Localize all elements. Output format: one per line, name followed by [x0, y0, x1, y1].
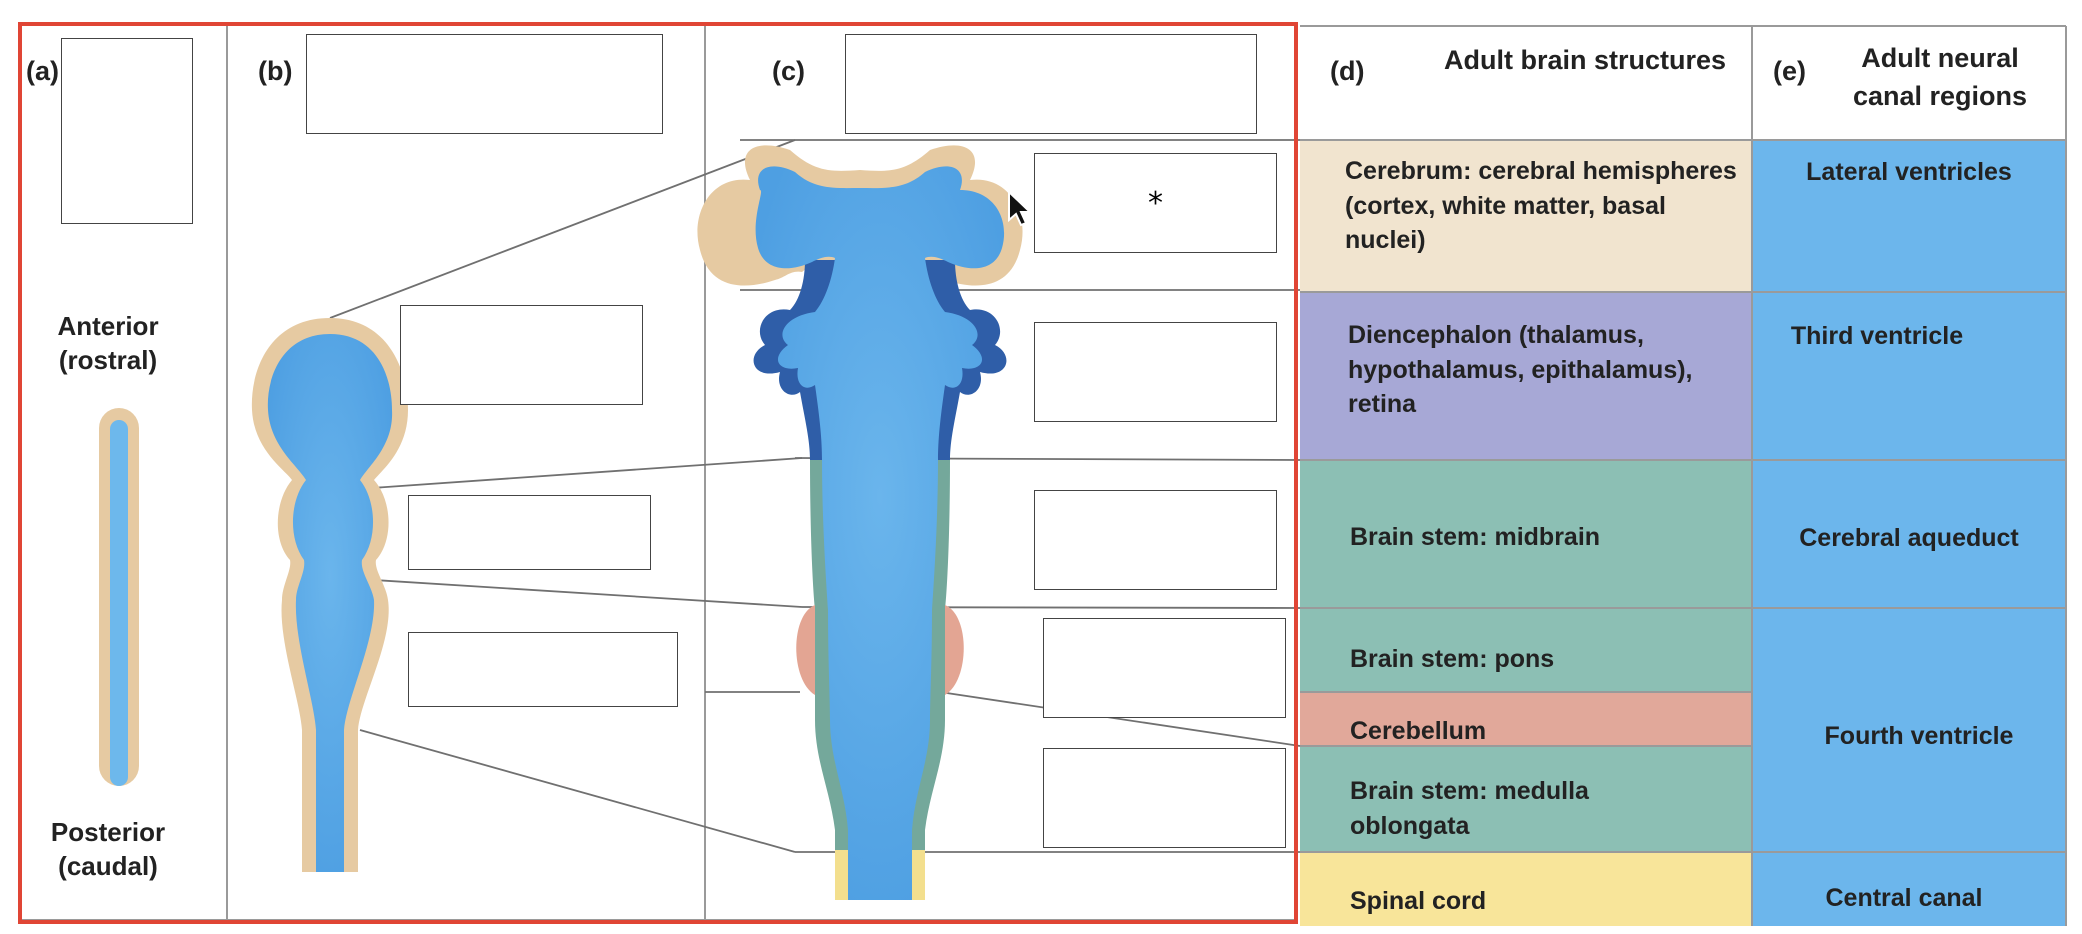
cell-cerebrum: [1300, 140, 1752, 292]
secondary-vesicles-c: [697, 145, 1023, 900]
blank-box-b-title[interactable]: [306, 34, 663, 134]
canal-fourth-ventricle: Fourth ventricle: [1824, 722, 2014, 750]
anterior-label: Anterior (rostral): [57, 311, 159, 375]
blank-box-c-mesencephalon[interactable]: [1034, 490, 1277, 590]
mouse-cursor-icon: [1008, 190, 1033, 227]
highlight-frame: [18, 22, 1298, 924]
blank-box-a[interactable]: [61, 38, 193, 224]
panel-label-d: (d): [1330, 56, 1365, 86]
canal-header: Adult neural canal regions: [1852, 43, 2028, 111]
structure-midbrain: Brain stem: midbrain: [1350, 523, 1601, 551]
cell-cerebellum: [1300, 692, 1752, 746]
structures-header: Adult brain structures: [1443, 45, 1727, 75]
canal-third-ventricle: Third ventricle: [1790, 322, 1964, 350]
structure-cerebellum: Cerebellum: [1350, 717, 1487, 745]
panel-label-b: (b): [258, 56, 293, 86]
cell-spinal-cord: [1300, 852, 1752, 926]
cell-pons: [1300, 608, 1752, 692]
posterior-label: Posterior (caudal): [50, 817, 166, 881]
structure-cells: [1300, 140, 1752, 926]
table-grid: [1300, 25, 2067, 926]
structure-diencephalon: Diencephalon (thalamus, hypothalamus, ep…: [1348, 321, 1693, 418]
canal-lateral-ventricles: Lateral ventricles: [1806, 158, 2012, 186]
blank-box-c-diencephalon[interactable]: [1034, 322, 1277, 422]
blank-box-c-title[interactable]: [845, 34, 1257, 134]
neural-tube-a: [99, 408, 139, 786]
blank-box-c-myelencephalon[interactable]: [1043, 748, 1286, 848]
canal-central-canal: Central canal: [1825, 884, 1983, 912]
cell-medulla: [1300, 746, 1752, 852]
primary-vesicles-b: [251, 318, 408, 872]
structure-medulla: Brain stem: medulla oblongata: [1350, 777, 1589, 840]
panel-label-a: (a): [26, 56, 59, 86]
blank-box-b-forebrain[interactable]: [400, 305, 643, 405]
panel-label-e: (e): [1773, 56, 1806, 86]
structure-pons: Brain stem: pons: [1350, 645, 1555, 673]
panel-label-c: (c): [772, 56, 805, 86]
canal-cerebral-aqueduct: Cerebral aqueduct: [1799, 524, 2019, 552]
blank-box-b-hindbrain[interactable]: [408, 632, 678, 707]
cell-diencephalon: [1300, 292, 1752, 460]
structure-spinal-cord: Spinal cord: [1350, 887, 1487, 915]
structure-cerebrum: Cerebrum: cerebral hemispheres (cortex, …: [1345, 157, 1737, 254]
blank-box-c-telencephalon[interactable]: *: [1034, 153, 1277, 253]
blank-box-b-midbrain[interactable]: [408, 495, 651, 570]
cell-midbrain: [1300, 460, 1752, 608]
blank-box-c-metencephalon[interactable]: [1043, 618, 1286, 718]
canal-column: [1752, 140, 2066, 926]
